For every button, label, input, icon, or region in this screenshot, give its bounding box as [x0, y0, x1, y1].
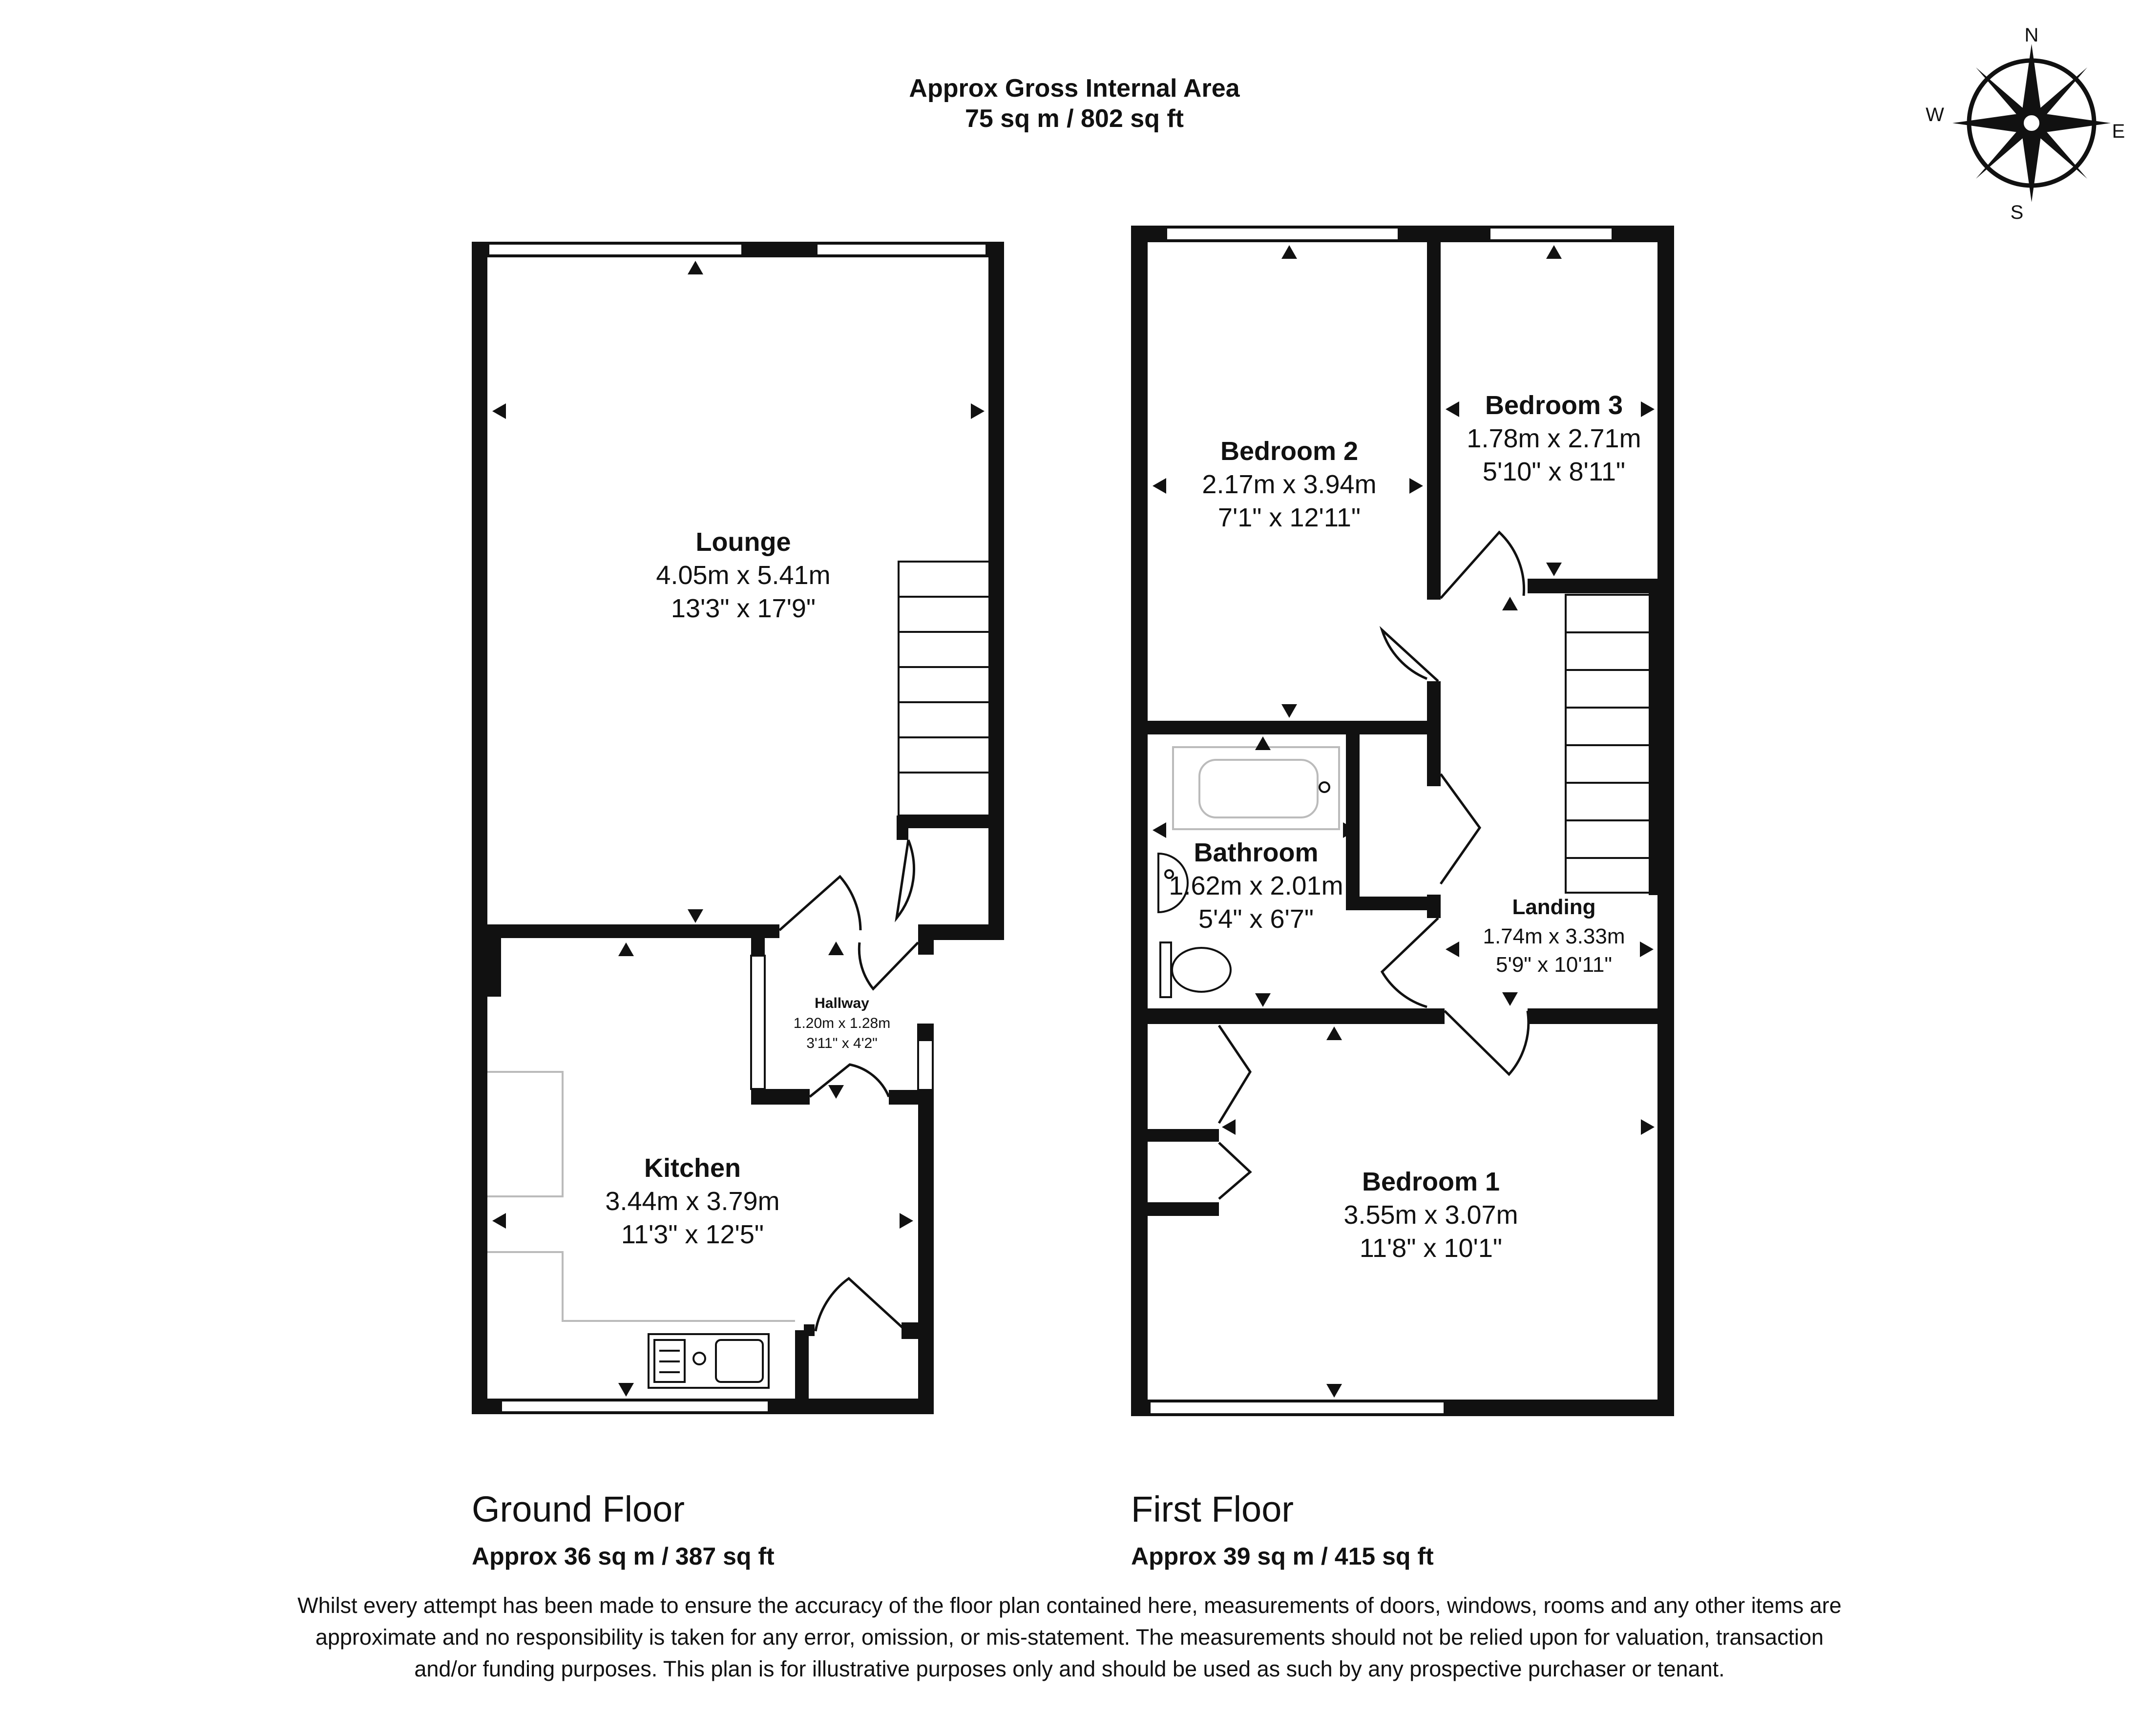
ground-floor-area: Approx 36 sq m / 387 sq ft: [472, 1543, 775, 1570]
bedroom1-imperial: 11'8" x 10'1": [1360, 1234, 1502, 1263]
hallway-window: [750, 955, 766, 1090]
front-door-window: [917, 1039, 934, 1091]
kitchen-imperial: 11'3" x 12'5": [621, 1220, 764, 1249]
bathtub-icon: [1172, 746, 1340, 830]
hallway-metric: 1.20m x 1.28m: [794, 1015, 890, 1031]
ground-floor-staircase: [898, 561, 990, 816]
lounge-metric: 4.05m x 5.41m: [656, 561, 830, 590]
bathroom-name: Bathroom: [1194, 838, 1319, 867]
hallway-imperial: 3'11" x 4'2": [806, 1035, 878, 1051]
compass-north-label: N: [2025, 24, 2039, 46]
bedroom2-window: [1165, 227, 1400, 241]
bedroom2-metric: 2.17m x 3.94m: [1202, 470, 1376, 499]
bedroom3-metric: 1.78m x 2.71m: [1467, 424, 1641, 453]
first-floor-doors: [1217, 530, 1530, 1200]
first-floor-staircase: [1565, 594, 1651, 894]
lounge-imperial: 13'3" x 17'9": [671, 594, 816, 623]
dimension-arrows: [492, 245, 1655, 1398]
kitchen-name: Kitchen: [644, 1153, 741, 1183]
compass-rose-icon: [1952, 44, 2111, 202]
first-floor-title: First Floor: [1131, 1489, 1294, 1529]
kitchen-metric: 3.44m x 3.79m: [605, 1187, 779, 1216]
bedroom3-window: [1489, 227, 1614, 241]
bathroom-imperial: 5'4" x 6'7": [1198, 904, 1314, 934]
bedroom1-name: Bedroom 1: [1362, 1167, 1500, 1196]
landing-name: Landing: [1512, 895, 1595, 919]
bathroom-metric: 1.62m x 2.01m: [1169, 871, 1343, 900]
bedroom1-window: [1149, 1401, 1446, 1415]
lounge-window-right: [816, 243, 987, 256]
ground-floor-title: Ground Floor: [472, 1489, 685, 1529]
bedroom2-name: Bedroom 2: [1220, 437, 1358, 466]
ground-floor-doors: [778, 839, 919, 1332]
first-floor-area: Approx 39 sq m / 415 sq ft: [1131, 1543, 1434, 1570]
bedroom3-name: Bedroom 3: [1485, 391, 1623, 420]
toilet-icon: [1159, 941, 1232, 998]
landing-metric: 1.74m x 3.33m: [1483, 924, 1625, 948]
lounge-window-left: [487, 243, 743, 256]
disclaimer-text: Whilst every attempt has been made to en…: [297, 1593, 1842, 1681]
kitchen-sink-icon: [648, 1333, 770, 1389]
bedroom3-imperial: 5'10" x 8'11": [1483, 457, 1625, 486]
kitchen-worktops: [487, 1071, 795, 1322]
landing-imperial: 5'9" x 10'11": [1496, 953, 1612, 977]
bedroom1-metric: 3.55m x 3.07m: [1343, 1200, 1518, 1230]
kitchen-window: [500, 1400, 770, 1413]
compass-east-label: E: [2112, 121, 2125, 142]
compass-west-label: W: [1926, 104, 1944, 125]
header-area: 75 sq m / 802 sq ft: [965, 105, 1184, 133]
header-title: Approx Gross Internal Area: [909, 74, 1240, 103]
washbasin-icon: [1157, 852, 1189, 914]
lounge-name: Lounge: [696, 527, 791, 557]
hallway-name: Hallway: [815, 995, 869, 1011]
compass-south-label: S: [2011, 202, 2024, 223]
bedroom2-imperial: 7'1" x 12'11": [1218, 503, 1361, 532]
